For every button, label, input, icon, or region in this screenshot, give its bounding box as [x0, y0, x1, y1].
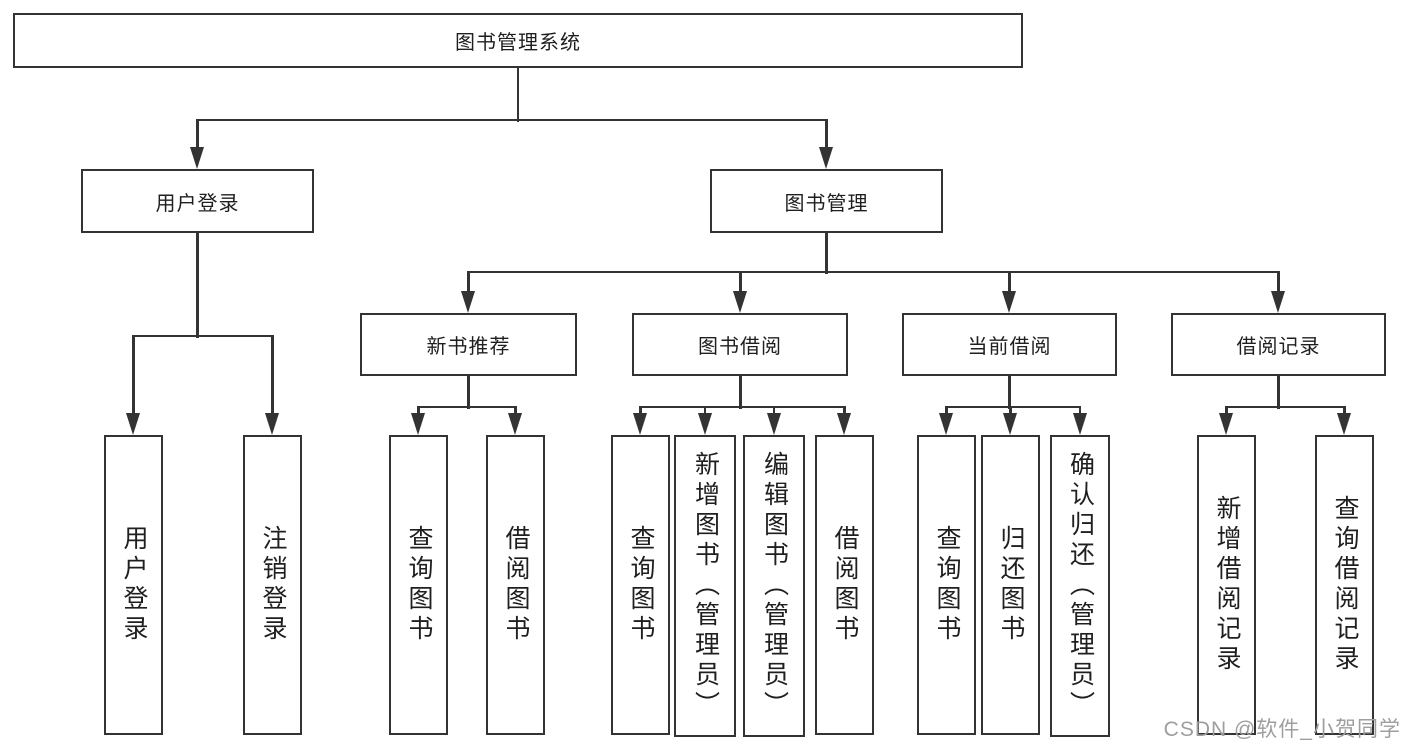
node-root-label: 图书管理系统: [455, 32, 581, 54]
connector-arrow-stem: [703, 407, 707, 417]
watermark: CSDN @软件_小贺同学: [1163, 718, 1401, 741]
leaf-query-books-current: 查询图书: [917, 435, 976, 735]
connector-bar: [639, 405, 846, 409]
leaf-logout: 注销登录: [243, 435, 302, 735]
arrow-down-icon: [1337, 413, 1351, 435]
arrow-down-icon: [939, 413, 953, 435]
leaf-add-borrow-record: 新增借阅记录: [1197, 435, 1256, 735]
node-book-borrowing-label: 图书借阅: [698, 336, 782, 358]
connector-bar: [1225, 405, 1346, 409]
node-borrowing-records: 借阅记录: [1171, 313, 1386, 376]
node-current-borrowing-label: 当前借阅: [967, 336, 1052, 358]
node-borrowing-records-label: 借阅记录: [1236, 336, 1321, 358]
leaf-add-books-admin-label: 新增图书（管理员）: [691, 451, 720, 721]
connector-arrow-stem: [1343, 407, 1346, 417]
node-new-book-recommend-label: 新书推荐: [426, 336, 511, 358]
node-book-management-label: 图书管理: [784, 192, 869, 215]
node-user-login: 用户登录: [81, 169, 314, 233]
leaf-user-login: 用户登录: [104, 435, 163, 735]
connector-arrow-stem: [196, 120, 199, 151]
arrow-down-icon: [126, 413, 140, 435]
connector-arrow-stem: [467, 272, 470, 295]
node-root: 图书管理系统: [13, 13, 1023, 68]
connector-arrow-stem: [514, 407, 517, 417]
connector-bar: [467, 270, 1280, 274]
leaf-edit-books-admin-label: 编辑图书（管理员）: [760, 451, 789, 721]
arrow-down-icon: [837, 413, 851, 435]
connector-arrow-stem: [1277, 272, 1280, 295]
arrow-down-icon: [1072, 413, 1087, 435]
connector-arrow-stem: [417, 407, 420, 417]
leaf-user-login-label: 用户登录: [120, 525, 148, 645]
connector-stem: [1277, 376, 1280, 409]
arrow-down-icon: [461, 291, 475, 313]
leaf-logout-label: 注销登录: [259, 525, 287, 645]
connector-arrow-stem: [1009, 407, 1012, 417]
leaf-query-books-recommend: 查询图书: [389, 435, 448, 735]
leaf-add-books-admin: 新增图书（管理员）: [674, 435, 736, 737]
connector-stem: [516, 68, 520, 122]
arrow-down-icon: [411, 413, 425, 435]
connector-arrow-stem: [825, 120, 828, 151]
connector-bar: [196, 118, 828, 122]
arrow-down-icon: [766, 413, 781, 435]
node-book-management: 图书管理: [710, 169, 943, 233]
leaf-query-books-borrow: 查询图书: [611, 435, 670, 735]
leaf-borrow-books-label: 借阅图书: [831, 525, 859, 645]
connector-stem: [739, 376, 742, 409]
node-user-login-label: 用户登录: [155, 192, 240, 215]
arrow-down-icon: [190, 147, 204, 169]
node-new-book-recommend: 新书推荐: [360, 313, 577, 376]
arrow-down-icon: [1002, 291, 1016, 313]
node-current-borrowing: 当前借阅: [902, 313, 1117, 376]
connector-arrow-stem: [843, 407, 846, 417]
arrow-down-icon: [265, 413, 279, 435]
connector-stem: [196, 233, 199, 338]
connector-arrow-stem: [772, 407, 776, 417]
leaf-borrow-books-recommend: 借阅图书: [486, 435, 545, 735]
connector-stem: [825, 233, 828, 274]
leaf-borrow-books-recommend-label: 借阅图书: [502, 525, 530, 645]
arrow-down-icon: [508, 413, 522, 435]
arrow-down-icon: [633, 413, 647, 435]
connector-arrow-stem: [945, 407, 948, 417]
connector-bar: [417, 405, 517, 409]
leaf-confirm-return-admin: 确认归还（管理员）: [1050, 435, 1110, 737]
connector-arrow-stem: [132, 336, 135, 417]
leaf-confirm-return-admin-label: 确认归还（管理员）: [1066, 451, 1095, 721]
node-book-borrowing: 图书借阅: [632, 313, 848, 376]
arrow-down-icon: [733, 291, 747, 313]
connector-stem: [467, 376, 470, 409]
connector-arrow-stem: [1225, 407, 1228, 417]
leaf-query-borrow-record: 查询借阅记录: [1315, 435, 1374, 735]
connector-bar: [945, 405, 1082, 409]
arrow-down-icon: [1219, 413, 1233, 435]
leaf-query-books-recommend-label: 查询图书: [405, 525, 433, 645]
leaf-add-borrow-record-label: 新增借阅记录: [1213, 495, 1241, 675]
connector-arrow-stem: [639, 407, 642, 417]
connector-bar: [132, 334, 274, 338]
arrow-down-icon: [819, 147, 833, 169]
connector-arrow-stem: [1008, 272, 1011, 295]
leaf-query-books-borrow-label: 查询图书: [627, 525, 655, 645]
arrow-down-icon: [1271, 291, 1285, 313]
leaf-query-borrow-record-label: 查询借阅记录: [1331, 495, 1359, 675]
leaf-return-books: 归还图书: [981, 435, 1040, 735]
arrow-down-icon: [1003, 413, 1017, 435]
connector-arrow-stem: [1078, 407, 1082, 417]
arrow-down-icon: [697, 413, 712, 435]
connector-arrow-stem: [739, 272, 742, 295]
leaf-borrow-books: 借阅图书: [815, 435, 874, 735]
leaf-query-books-current-label: 查询图书: [933, 525, 961, 645]
leaf-edit-books-admin: 编辑图书（管理员）: [743, 435, 805, 737]
connector-arrow-stem: [271, 336, 274, 417]
connector-stem: [1008, 376, 1011, 409]
leaf-return-books-label: 归还图书: [997, 525, 1025, 645]
